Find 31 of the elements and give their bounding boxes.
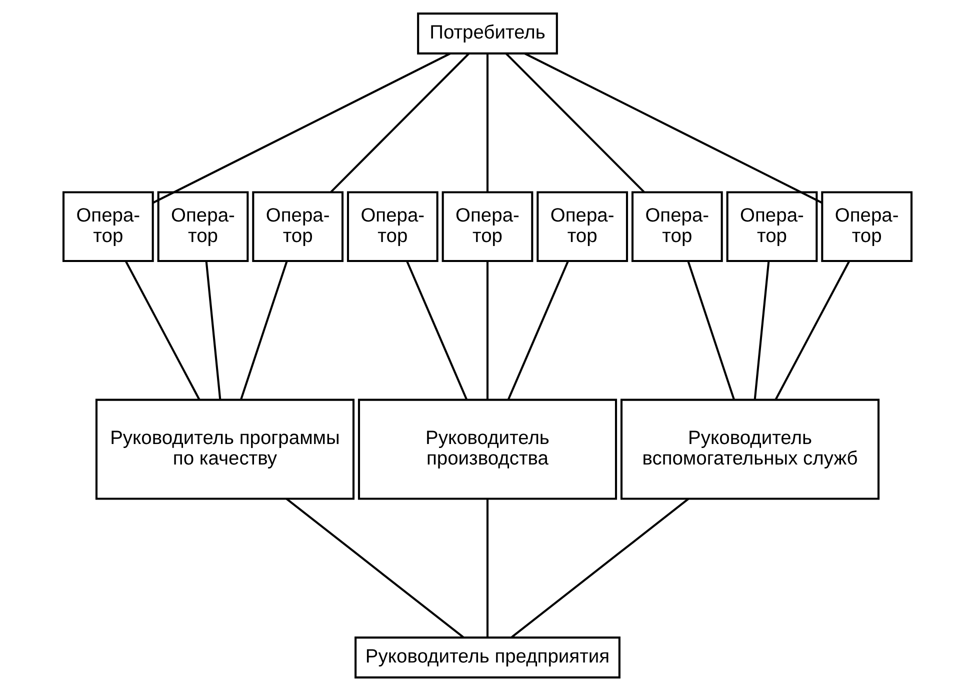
node-box: Руководитель вспомогательных служб [620, 398, 880, 500]
connector [753, 261, 770, 400]
node-box: Опера- тор [156, 191, 248, 262]
connector [124, 260, 200, 400]
connector [686, 261, 734, 400]
connector [486, 261, 488, 400]
connector [152, 52, 450, 204]
connector [486, 53, 488, 192]
connector [406, 260, 468, 400]
node-box: Потребитель [416, 12, 558, 54]
node-box: Опера- тор [346, 191, 438, 262]
connector [204, 261, 221, 400]
connector [506, 260, 568, 400]
node-box: Опера- тор [726, 191, 818, 262]
connector [504, 52, 644, 193]
connector [285, 498, 464, 638]
connector [524, 52, 822, 204]
connector [774, 260, 850, 400]
node-box: Опера- тор [630, 191, 722, 262]
node-box: Опера- тор [252, 191, 344, 262]
node-box: Опера- тор [441, 191, 533, 262]
connector [510, 498, 689, 638]
node-box: Руководитель предприятия [354, 636, 620, 678]
node-box: Руководитель программы по качеству [94, 398, 354, 500]
node-box: Опера- тор [820, 191, 912, 262]
node-box: Опера- тор [536, 191, 628, 262]
node-box: Опера- тор [62, 191, 154, 262]
connector [330, 52, 470, 193]
connector [486, 498, 488, 638]
node-box: Руководитель производства [357, 398, 617, 500]
connector [240, 261, 288, 400]
